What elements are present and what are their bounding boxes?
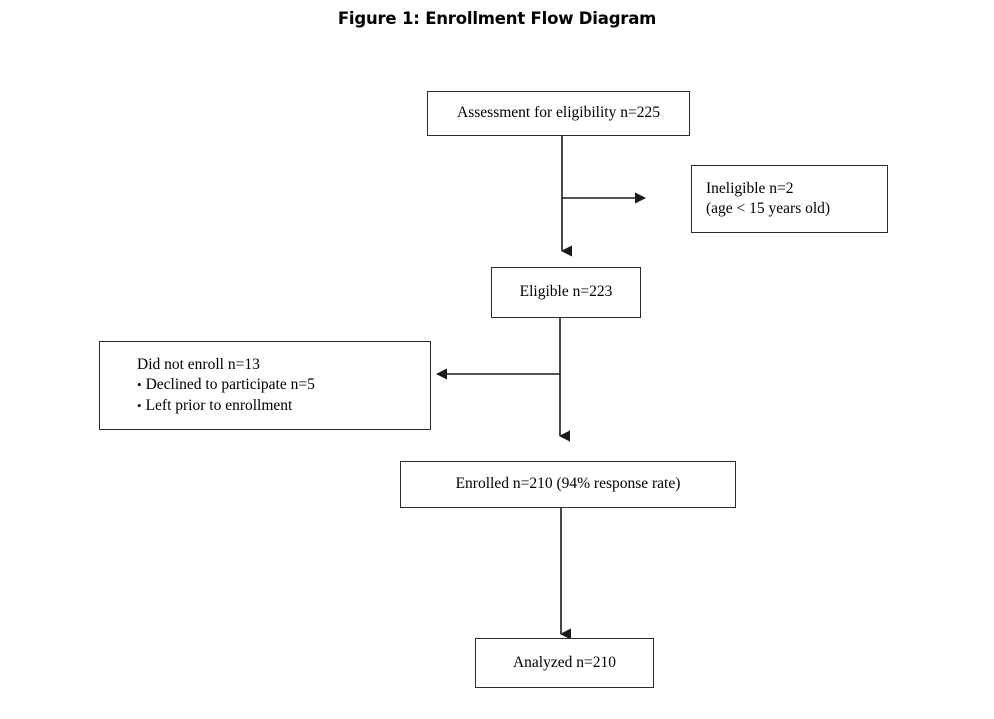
node-did-not-enroll: Did not enroll n=13 •Declined to partici… [99, 341, 431, 430]
node-did-not-enroll-heading: Did not enroll n=13 [137, 355, 260, 373]
node-analyzed-label: Analyzed n=210 [512, 653, 616, 671]
node-ineligible: Ineligible n=2 (age < 15 years old) [691, 165, 888, 233]
node-eligible-label: Eligible n=223 [519, 283, 613, 301]
node-did-not-enroll-bullet-2: •Left prior to enrollment [137, 396, 292, 416]
node-analyzed: Analyzed n=210 [475, 638, 654, 688]
node-did-not-enroll-bullet-1: •Declined to participate n=5 [137, 375, 315, 395]
node-assessment-label: Assessment for eligibility n=225 [457, 104, 660, 122]
node-did-not-enroll-bullet-1-label: Declined to participate n=5 [145, 376, 315, 394]
node-enrolled-label: Enrolled n=210 (94% response rate) [455, 475, 681, 493]
node-eligible: Eligible n=223 [491, 267, 641, 318]
node-ineligible-reason: (age < 15 years old) [706, 200, 831, 217]
node-assessment-for-eligibility: Assessment for eligibility n=225 [427, 91, 690, 136]
node-did-not-enroll-bullet-2-label: Left prior to enrollment [145, 396, 293, 414]
figure-title: Figure 1: Enrollment Flow Diagram [337, 9, 657, 28]
node-ineligible-count: Ineligible n=2 [706, 179, 794, 197]
bullet-icon: • [137, 397, 142, 413]
node-enrolled: Enrolled n=210 (94% response rate) [400, 461, 736, 508]
bullet-icon: • [137, 377, 142, 393]
